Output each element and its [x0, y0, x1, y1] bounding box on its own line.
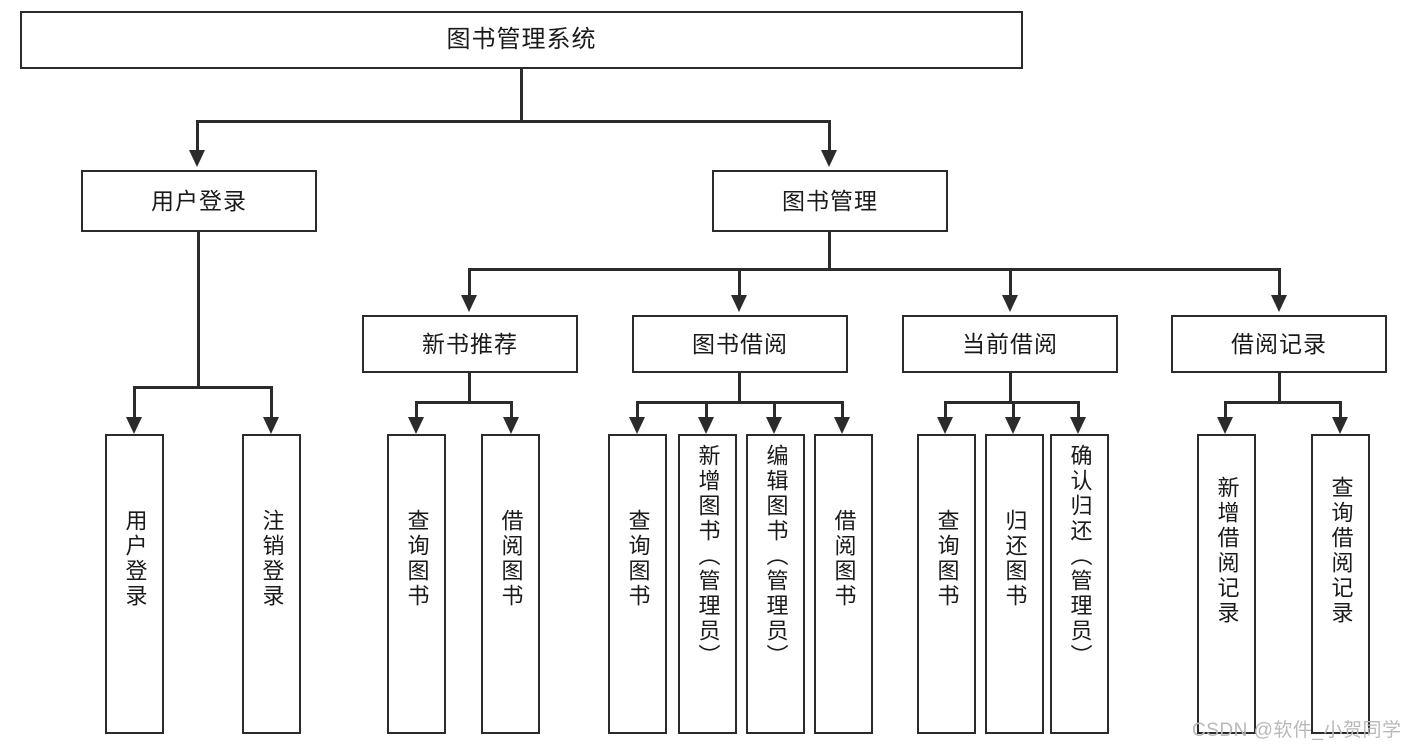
connector-nbr-drop-1 — [415, 401, 418, 417]
connector-nbr-drop-2 — [510, 401, 513, 417]
connector-br-stem — [1278, 373, 1281, 403]
node-label: 新增图书（管理员） — [695, 444, 721, 669]
connector-user-login-stem — [197, 232, 200, 388]
node-borrow-record[interactable]: 借阅记录 — [1171, 315, 1387, 373]
connector-user-login-drop-2 — [270, 386, 273, 417]
leaf-query-book-3[interactable]: 查询图书 — [917, 434, 976, 734]
connector-bb-drop-2 — [705, 401, 708, 417]
arrowhead-leaf-query-book-3 — [937, 417, 953, 434]
leaf-query-borrow-record[interactable]: 查询借阅记录 — [1311, 434, 1370, 734]
arrowhead-new-book-recommend — [461, 295, 477, 312]
node-label: 借阅图书 — [831, 509, 857, 609]
arrowhead-borrow-record — [1271, 295, 1287, 312]
arrowhead-leaf-add-borrow-record — [1217, 417, 1233, 434]
leaf-logout-login[interactable]: 注销登录 — [242, 434, 301, 734]
arrowhead-book-manage — [821, 150, 837, 167]
connector-l3-drop-1 — [468, 268, 471, 295]
connector-nbr-stem — [468, 373, 471, 403]
node-new-book-recommend[interactable]: 新书推荐 — [362, 315, 578, 373]
connector-l3-drop-3 — [1009, 268, 1012, 295]
connector-root-stem — [520, 69, 523, 121]
connector-root-bus — [197, 120, 831, 123]
leaf-edit-book[interactable]: 编辑图书（管理员） — [746, 434, 805, 734]
node-label: 借阅图书 — [498, 509, 524, 609]
connector-user-login-bus — [134, 386, 272, 389]
node-label: 归还图书 — [1002, 509, 1028, 609]
connector-book-manage-bus — [469, 268, 1280, 271]
arrowhead-leaf-borrow-book-2 — [834, 417, 850, 434]
arrowhead-leaf-add-book — [698, 417, 714, 434]
node-user-login[interactable]: 用户登录 — [81, 170, 317, 232]
connector-br-bus — [1225, 401, 1341, 404]
connector-bb-drop-1 — [636, 401, 639, 417]
leaf-query-book-2[interactable]: 查询图书 — [608, 434, 667, 734]
connector-root-drop-right — [828, 120, 831, 150]
node-label: 图书借阅 — [692, 330, 788, 357]
node-book-manage[interactable]: 图书管理 — [712, 170, 948, 232]
connector-nbr-bus — [416, 401, 512, 404]
arrowhead-leaf-return-book — [1005, 417, 1021, 434]
connector-root-drop-left — [196, 120, 199, 150]
node-label: 用户登录 — [151, 187, 247, 214]
node-label: 确认归还（管理员） — [1067, 444, 1093, 669]
arrowhead-current-borrow — [1002, 295, 1018, 312]
node-label: 用户登录 — [122, 509, 148, 609]
arrowhead-leaf-query-borrow-record — [1332, 417, 1348, 434]
node-book-borrow[interactable]: 图书借阅 — [632, 315, 848, 373]
node-label: 查询图书 — [404, 509, 430, 609]
arrowhead-leaf-edit-book — [766, 417, 782, 434]
connector-l3-drop-4 — [1278, 268, 1281, 295]
connector-l3-drop-2 — [738, 268, 741, 295]
connector-br-drop-2 — [1339, 401, 1342, 417]
connector-bb-bus — [637, 401, 844, 404]
leaf-return-book[interactable]: 归还图书 — [985, 434, 1044, 734]
node-label: 当前借阅 — [962, 330, 1058, 357]
connector-book-manage-stem — [828, 232, 831, 270]
node-label: 编辑图书（管理员） — [763, 444, 789, 669]
connector-user-login-drop-1 — [133, 386, 136, 417]
arrowhead-leaf-user-login — [126, 417, 142, 434]
arrowhead-leaf-borrow-book-1 — [503, 417, 519, 434]
node-root-system[interactable]: 图书管理系统 — [20, 11, 1023, 69]
leaf-borrow-book-2[interactable]: 借阅图书 — [814, 434, 873, 734]
node-label: 注销登录 — [259, 509, 285, 609]
arrowhead-book-borrow — [731, 295, 747, 312]
arrowhead-leaf-confirm-return — [1070, 417, 1086, 434]
connector-cb-stem — [1009, 373, 1012, 403]
connector-bb-stem — [738, 373, 741, 403]
arrowhead-leaf-query-book-2 — [629, 417, 645, 434]
leaf-add-borrow-record[interactable]: 新增借阅记录 — [1197, 434, 1256, 734]
node-label: 查询借阅记录 — [1328, 476, 1354, 626]
leaf-add-book[interactable]: 新增图书（管理员） — [678, 434, 737, 734]
leaf-user-login[interactable]: 用户登录 — [105, 434, 164, 734]
connector-cb-drop-2 — [1012, 401, 1015, 417]
arrowhead-leaf-query-book-1 — [408, 417, 424, 434]
connector-br-drop-1 — [1224, 401, 1227, 417]
node-label: 图书管理 — [782, 187, 878, 214]
node-label: 新书推荐 — [422, 330, 518, 357]
arrowhead-user-login — [189, 150, 205, 167]
connector-bb-drop-4 — [841, 401, 844, 417]
arrowhead-leaf-logout-login — [263, 417, 279, 434]
node-current-borrow[interactable]: 当前借阅 — [902, 315, 1118, 373]
node-label: 图书管理系统 — [446, 26, 597, 54]
node-label: 查询图书 — [625, 509, 651, 609]
connector-bb-drop-3 — [773, 401, 776, 417]
leaf-confirm-return[interactable]: 确认归还（管理员） — [1050, 434, 1109, 734]
node-label: 借阅记录 — [1231, 330, 1327, 357]
connector-cb-drop-1 — [944, 401, 947, 417]
leaf-query-book-1[interactable]: 查询图书 — [387, 434, 446, 734]
leaf-borrow-book-1[interactable]: 借阅图书 — [481, 434, 540, 734]
node-label: 查询图书 — [934, 509, 960, 609]
node-label: 新增借阅记录 — [1214, 476, 1240, 626]
connector-cb-drop-3 — [1077, 401, 1080, 417]
